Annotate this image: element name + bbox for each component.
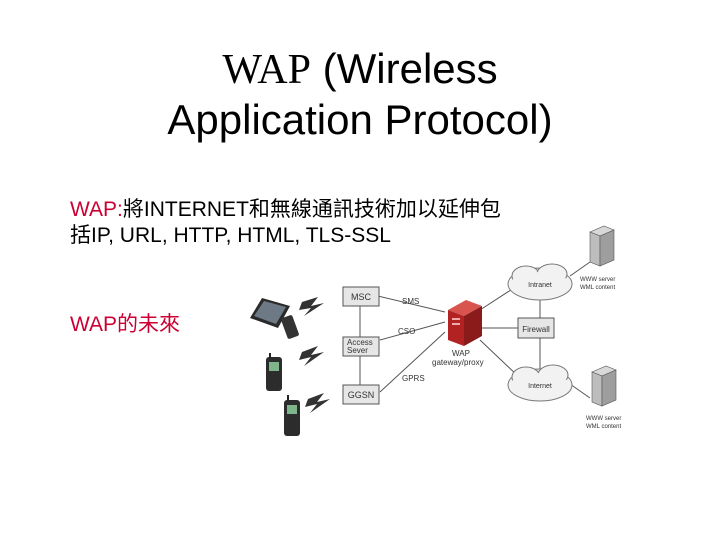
title-line1: (Wireless bbox=[311, 45, 498, 92]
server-top-label-1: WWW server bbox=[580, 277, 615, 283]
bullet-text: 將INTERNET和無線通訊技術加以延伸包 bbox=[122, 198, 501, 221]
bullet-definition: WAP:將INTERNET和無線通訊技術加以延伸包 括IP, URL, HTTP… bbox=[70, 197, 570, 249]
firewall-box: Firewall bbox=[517, 317, 555, 339]
server-bottom-label-1: WWW server bbox=[586, 416, 621, 422]
intranet-label: Intranet bbox=[528, 282, 552, 289]
title-acronym: WAP bbox=[222, 47, 311, 93]
lightning-icon bbox=[299, 346, 324, 366]
access-label-2: Sever bbox=[347, 346, 368, 355]
internet-label: Internet bbox=[528, 383, 552, 390]
access-label-1: Access bbox=[347, 338, 373, 347]
server-icon bbox=[591, 365, 617, 407]
gateway-label-2: gateway/proxy bbox=[432, 358, 484, 367]
sms-label: SMS bbox=[402, 297, 419, 306]
access-server-box: Access Sever bbox=[342, 336, 380, 357]
wireless-signal-icons bbox=[299, 297, 330, 413]
mobile-phone-icon bbox=[266, 353, 282, 391]
cso-label: CSO bbox=[398, 327, 415, 336]
lightning-icon bbox=[299, 297, 324, 316]
bullet-lead: WAP: bbox=[70, 198, 123, 221]
title-line2: Application Protocol) bbox=[167, 96, 553, 143]
gprs-label: GPRS bbox=[402, 374, 425, 383]
bullet-future: WAP的未來 bbox=[70, 313, 181, 336]
firewall-label: Firewall bbox=[522, 325, 550, 334]
msc-label: MSC bbox=[351, 292, 372, 302]
internet-cloud: Internet bbox=[507, 364, 573, 402]
msc-box: MSC bbox=[342, 286, 380, 307]
gateway-label-1: WAP bbox=[452, 349, 470, 358]
slide-title: WAP (Wireless Application Protocol) bbox=[0, 44, 720, 145]
wap-gateway-icon bbox=[448, 300, 482, 346]
server-icon bbox=[589, 225, 615, 267]
mobile-phone-icon bbox=[284, 395, 300, 436]
ggsn-box: GGSN bbox=[342, 384, 380, 405]
handheld-organizer-icon bbox=[250, 298, 299, 339]
bullet-text-line2: 括IP, URL, HTTP, HTML, TLS-SSL bbox=[70, 224, 391, 247]
ggsn-label: GGSN bbox=[348, 390, 375, 400]
lightning-icon bbox=[305, 393, 330, 413]
intranet-cloud: Intranet bbox=[507, 263, 573, 301]
server-bottom-label-2: WML content bbox=[586, 424, 621, 430]
server-top-label-2: WML content bbox=[580, 285, 615, 291]
